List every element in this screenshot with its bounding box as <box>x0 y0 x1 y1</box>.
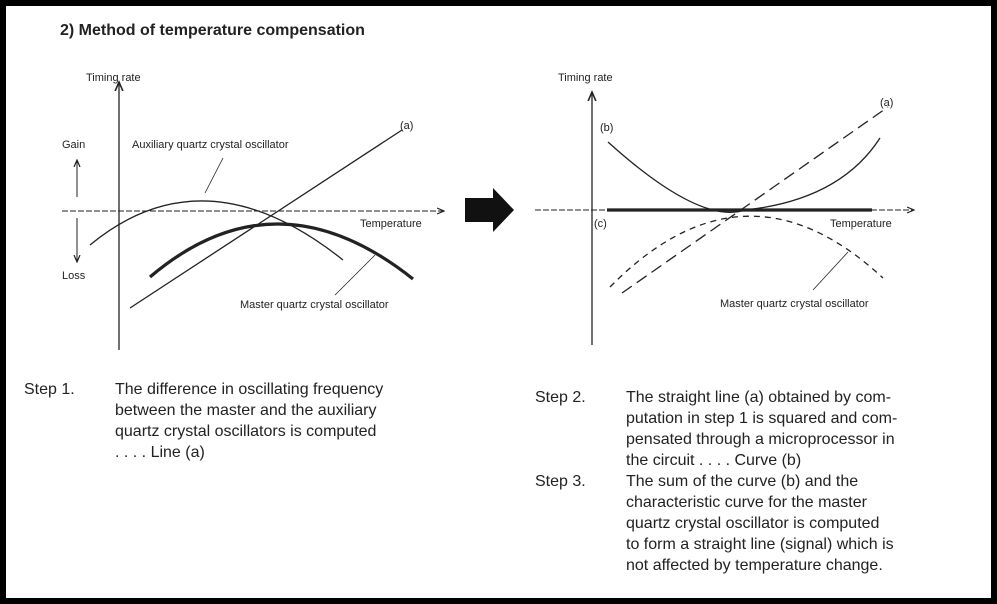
master-leader <box>812 251 849 291</box>
step-key: Step 1. <box>24 381 75 398</box>
step-line: The sum of the curve (b) and the <box>626 473 859 490</box>
step-line: . . . . Line (a) <box>115 444 205 461</box>
aux-label: Auxiliary quartz crystal oscillator <box>132 139 289 151</box>
step-line: The straight line (a) obtained by com- <box>626 389 892 406</box>
curve-b <box>607 137 881 213</box>
step-key: Step 2. <box>535 389 586 406</box>
line-a-label: (a) <box>400 120 414 132</box>
left-x-axis-label: Temperature <box>360 218 422 230</box>
line-a-label: (a) <box>880 97 894 109</box>
step-line: the circuit . . . . Curve (b) <box>626 452 802 469</box>
step-2: Step 2. The straight line (a) obtained by… <box>535 387 897 471</box>
aux-leader <box>204 157 224 194</box>
right-y-axis-label: Timing rate <box>558 72 613 84</box>
master-curve <box>148 222 414 281</box>
right-chart <box>535 92 914 345</box>
master-leader <box>334 254 376 296</box>
step-key: Step 3. <box>535 473 586 490</box>
step-line: putation in step 1 is squared and com- <box>626 410 898 427</box>
line-a-dashed <box>621 106 889 294</box>
aux-curve <box>89 200 344 261</box>
loss-label: Loss <box>62 270 86 282</box>
step-line: quartz crystal oscillators is computed <box>115 423 377 440</box>
master-label: Master quartz crystal oscillator <box>720 298 869 310</box>
master-label: Master quartz crystal oscillator <box>240 299 389 311</box>
step-line: pensated through a microprocessor in <box>626 431 895 448</box>
step-3: Step 3.The sum of the curve (b) and the … <box>535 471 894 576</box>
step-line: quartz crystal oscillator is computed <box>626 515 880 532</box>
step-line: characteristic curve for the master <box>626 494 867 511</box>
step-arrow-icon <box>465 188 514 232</box>
left-chart <box>62 82 444 350</box>
line-a <box>129 129 403 309</box>
left-y-axis-label: Timing rate <box>86 72 141 84</box>
curve-b-label: (b) <box>600 122 614 134</box>
right-x-axis-label: Temperature <box>830 218 892 230</box>
document-page <box>6 6 991 598</box>
line-c-label: (c) <box>594 218 607 230</box>
section-title: 2) Method of temperature compensation <box>60 22 365 39</box>
step-line: not affected by temperature change. <box>626 557 883 574</box>
step-1: Step 1. The difference in oscillating fre… <box>24 379 383 463</box>
step-line: The difference in oscillating frequency <box>115 381 384 398</box>
step-line: to form a straight line (signal) which i… <box>626 536 894 553</box>
step-line: between the master and the auxiliary <box>115 402 377 419</box>
master-curve-dashed <box>609 215 884 288</box>
gain-label: Gain <box>62 139 86 151</box>
